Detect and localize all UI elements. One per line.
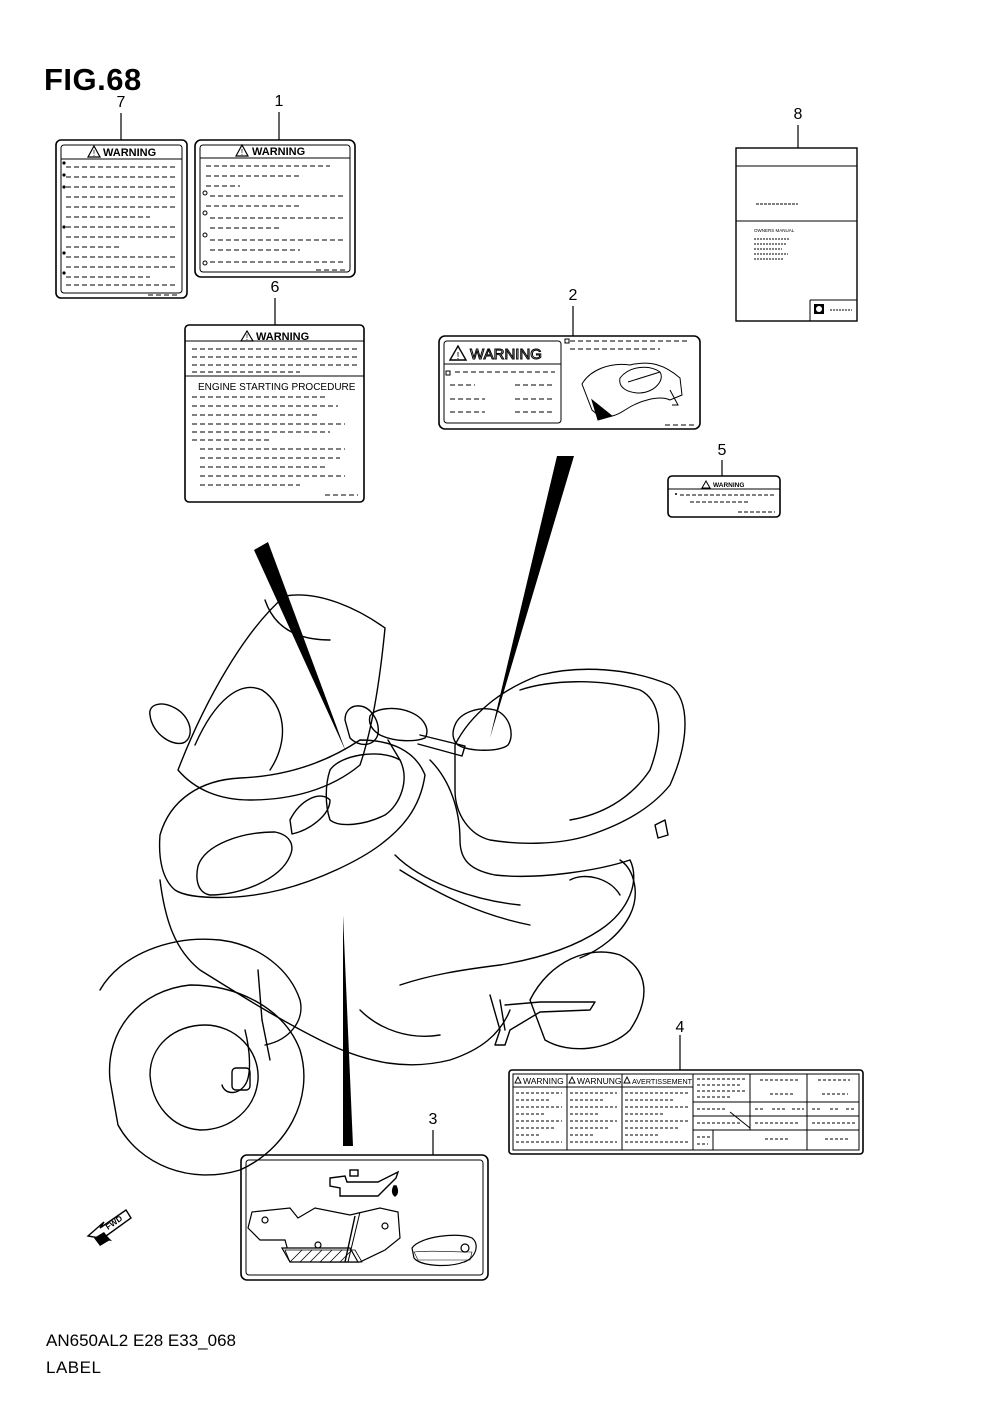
callout-4: 4 bbox=[675, 1019, 685, 1036]
svg-text:!: ! bbox=[93, 149, 95, 158]
oil-can-icon bbox=[329, 1169, 400, 1197]
svg-text:!: ! bbox=[246, 333, 248, 342]
pointer-wedges bbox=[254, 456, 574, 1146]
warning-triangle-icon: ! bbox=[239, 329, 255, 342]
warning-triangle-icon: ! bbox=[234, 143, 250, 157]
oil-level-inspection-icon bbox=[247, 1207, 477, 1267]
label-5: WARNING bbox=[667, 460, 781, 518]
scooter-sketch-icon bbox=[581, 362, 683, 421]
label-3 bbox=[240, 1130, 489, 1281]
label-2: ! WARNING bbox=[438, 306, 701, 430]
label-6-warning-text: WARNING bbox=[256, 331, 309, 343]
label-4-avertissement-text: AVERTISSEMENT bbox=[632, 1077, 693, 1086]
label-5-warning-text: WARNING bbox=[713, 482, 744, 489]
callout-7: 7 bbox=[116, 94, 126, 111]
label-6: ! WARNING ENGINE STARTING PROCEDURE bbox=[184, 298, 365, 503]
label-1-warning-text: WARNING bbox=[252, 146, 305, 158]
motorcycle-illustration bbox=[99, 594, 686, 1176]
drawing-code: AN650AL2 E28 E33_068 bbox=[46, 1331, 236, 1350]
callout-3: 3 bbox=[428, 1111, 438, 1128]
warning-triangle-icon bbox=[701, 479, 711, 489]
owners-manual-text: OWNERS MANUAL bbox=[754, 228, 795, 233]
svg-text:!: ! bbox=[457, 351, 460, 362]
engine-starting-procedure-text: ENGINE STARTING PROCEDURE bbox=[198, 382, 356, 393]
forward-direction-arrow-icon: FWD bbox=[86, 1209, 132, 1246]
label-7: ! WARNING bbox=[55, 113, 188, 299]
label-4: WARNING WARNUNG AVERTISSEMENT bbox=[508, 1035, 864, 1155]
section-label: LABEL bbox=[46, 1358, 102, 1377]
callout-5: 5 bbox=[717, 442, 727, 459]
svg-text:!: ! bbox=[241, 148, 243, 157]
warning-triangle-icon: ! bbox=[86, 144, 102, 158]
label-7-warning-text: WARNING bbox=[103, 147, 156, 159]
label-2-warning-text: WARNING bbox=[470, 346, 542, 363]
callout-8: 8 bbox=[793, 106, 803, 123]
figure-title: FIG.68 bbox=[44, 62, 142, 97]
label-4-warnung-text: WARNUNG bbox=[577, 1076, 622, 1086]
callout-2: 2 bbox=[568, 287, 578, 304]
callout-1: 1 bbox=[274, 93, 284, 110]
label-4-warning-text: WARNING bbox=[523, 1076, 564, 1086]
warning-triangle-icon: ! bbox=[448, 344, 468, 362]
callout-6: 6 bbox=[270, 279, 280, 296]
label-1: ! WARNING bbox=[194, 112, 356, 278]
label-8-owners-manual: OWNERS MANUAL bbox=[735, 125, 858, 322]
brand-logo-icon bbox=[814, 304, 824, 314]
